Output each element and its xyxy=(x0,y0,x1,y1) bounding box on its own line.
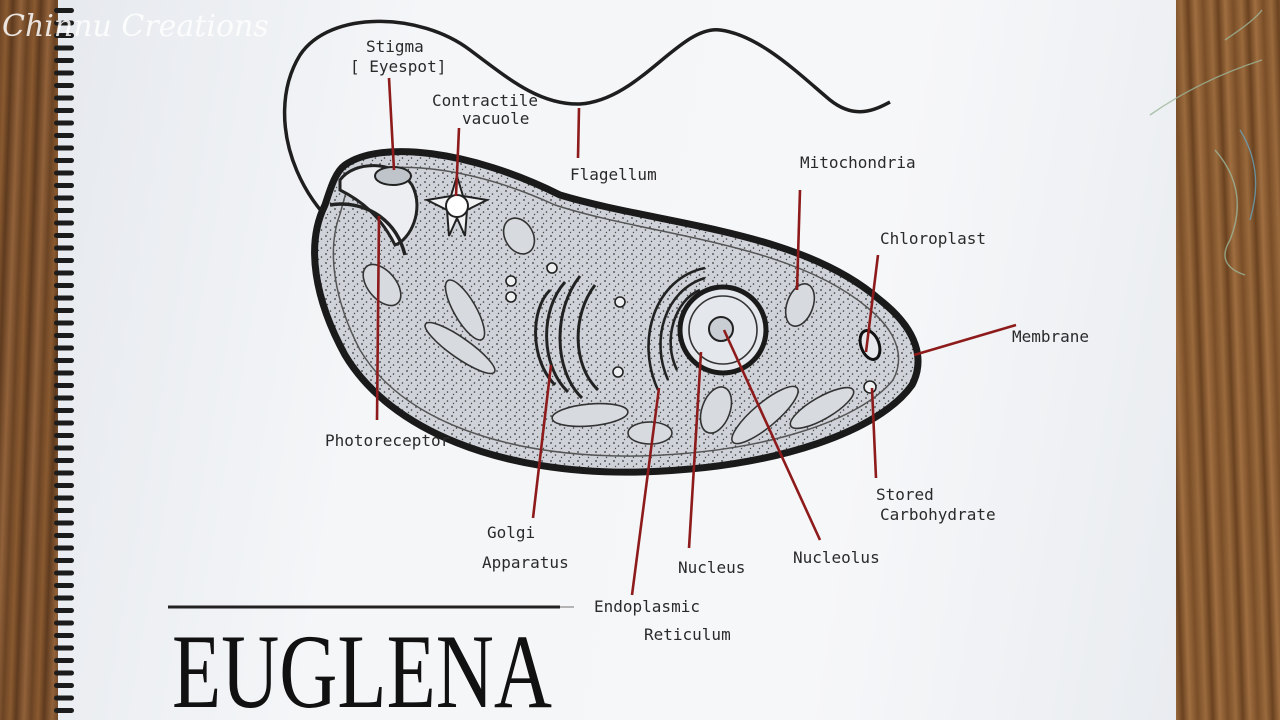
spiral-ring xyxy=(54,608,74,613)
spiral-ring xyxy=(54,95,74,101)
spiral-ring xyxy=(54,33,74,38)
spiral-ring xyxy=(54,470,74,476)
spiral-ring xyxy=(54,670,74,676)
label-endoplasmic-reticulum-2: Reticulum xyxy=(644,625,731,644)
nucleolus-organelle xyxy=(708,316,734,342)
label-contractile-vacuole-1: Contractile xyxy=(432,91,538,110)
cell-inner-line xyxy=(332,166,900,457)
spiral-ring xyxy=(54,158,74,163)
spiral-ring xyxy=(54,195,74,201)
spiral-ring xyxy=(54,558,74,563)
wood-table-right xyxy=(1168,0,1280,720)
spiral-ring xyxy=(54,433,74,438)
spiral-ring xyxy=(54,333,74,338)
granules xyxy=(505,262,877,394)
nucleus-inner-ring xyxy=(688,295,758,365)
spiral-ring xyxy=(54,683,74,688)
chloroplast-organelle xyxy=(858,329,882,361)
spiral-ring xyxy=(54,645,74,651)
label-stigma: Stigma xyxy=(366,37,424,56)
spiral-ring xyxy=(54,520,74,526)
label-golgi-1: Golgi xyxy=(487,523,535,542)
spiral-ring xyxy=(54,270,74,276)
spiral-ring xyxy=(54,133,74,138)
spiral-ring xyxy=(54,170,74,176)
chloroplasts xyxy=(362,217,855,445)
spiral-ring xyxy=(54,45,74,51)
er-organelle xyxy=(647,266,706,391)
spiral-ring xyxy=(54,420,74,426)
spiral-ring xyxy=(54,533,74,538)
spiral-ring xyxy=(54,445,74,451)
golgi-organelle xyxy=(534,275,600,400)
spiral-ring xyxy=(54,70,74,76)
spiral-ring xyxy=(54,295,74,301)
spiral-ring xyxy=(54,620,74,626)
label-golgi-2: Apparatus xyxy=(482,553,569,572)
label-flagellum: Flagellum xyxy=(570,165,657,184)
spiral-ring xyxy=(54,20,74,26)
spiral-ring xyxy=(54,183,74,188)
label-nucleolus: Nucleolus xyxy=(793,548,880,567)
label-stored-carbohydrate-2: Carbohydrate xyxy=(880,505,996,524)
spiral-ring xyxy=(54,633,74,638)
label-mitochondria: Mitochondria xyxy=(800,153,916,172)
spiral-ring xyxy=(54,233,74,238)
flagellum-strand xyxy=(282,19,891,264)
spiral-ring xyxy=(54,570,74,576)
spiral-ring xyxy=(54,408,74,413)
spiral-ring xyxy=(54,370,74,376)
spiral-ring xyxy=(54,395,74,401)
spiral-ring xyxy=(54,583,74,588)
spiral-ring xyxy=(54,208,74,213)
spiral-ring xyxy=(54,695,74,701)
spiral-ring xyxy=(54,458,74,463)
spiral-ring xyxy=(54,658,74,663)
spiral-ring xyxy=(54,83,74,88)
spiral-ring xyxy=(54,358,74,363)
label-eyespot: [ Eyespot] xyxy=(350,57,446,76)
spiral-ring xyxy=(54,383,74,388)
label-photoreceptor: Photoreceptor xyxy=(325,431,451,450)
spiral-ring xyxy=(54,545,74,551)
spiral-ring xyxy=(54,8,74,13)
spiral-ring xyxy=(54,58,74,63)
spiral-ring xyxy=(54,258,74,263)
spiral-ring xyxy=(54,308,74,313)
label-contractile-vacuole-2: vacuole xyxy=(462,109,529,128)
spiral-ring xyxy=(54,508,74,513)
spiral-ring xyxy=(54,708,74,713)
leader-lines xyxy=(375,77,1017,596)
corner-doodle xyxy=(1149,9,1263,276)
spiral-ring xyxy=(54,245,74,251)
spiral-ring xyxy=(54,483,74,488)
spiral-ring xyxy=(54,108,74,113)
spiral-ring xyxy=(54,220,74,226)
spiral-ring xyxy=(54,495,74,501)
label-stored-carbohydrate-1: Stored xyxy=(876,485,934,504)
wood-table-left xyxy=(0,0,60,720)
spiral-ring xyxy=(54,120,74,126)
label-chloroplast: Chloroplast xyxy=(880,229,986,248)
label-endoplasmic-reticulum-1: Endoplasmic xyxy=(594,597,700,616)
label-membrane: Membrane xyxy=(1012,327,1089,346)
label-nucleus: Nucleus xyxy=(678,558,745,577)
channel-watermark: Chinnu Creations xyxy=(2,9,269,44)
spiral-ring xyxy=(54,283,74,288)
spiral-ring xyxy=(54,145,74,151)
diagram-title: EUGLENA xyxy=(172,613,552,720)
spiral-ring xyxy=(54,345,74,351)
notebook-spiral xyxy=(54,8,74,713)
spiral-ring xyxy=(54,595,74,601)
spiral-ring xyxy=(54,320,74,326)
gullet xyxy=(329,202,407,256)
